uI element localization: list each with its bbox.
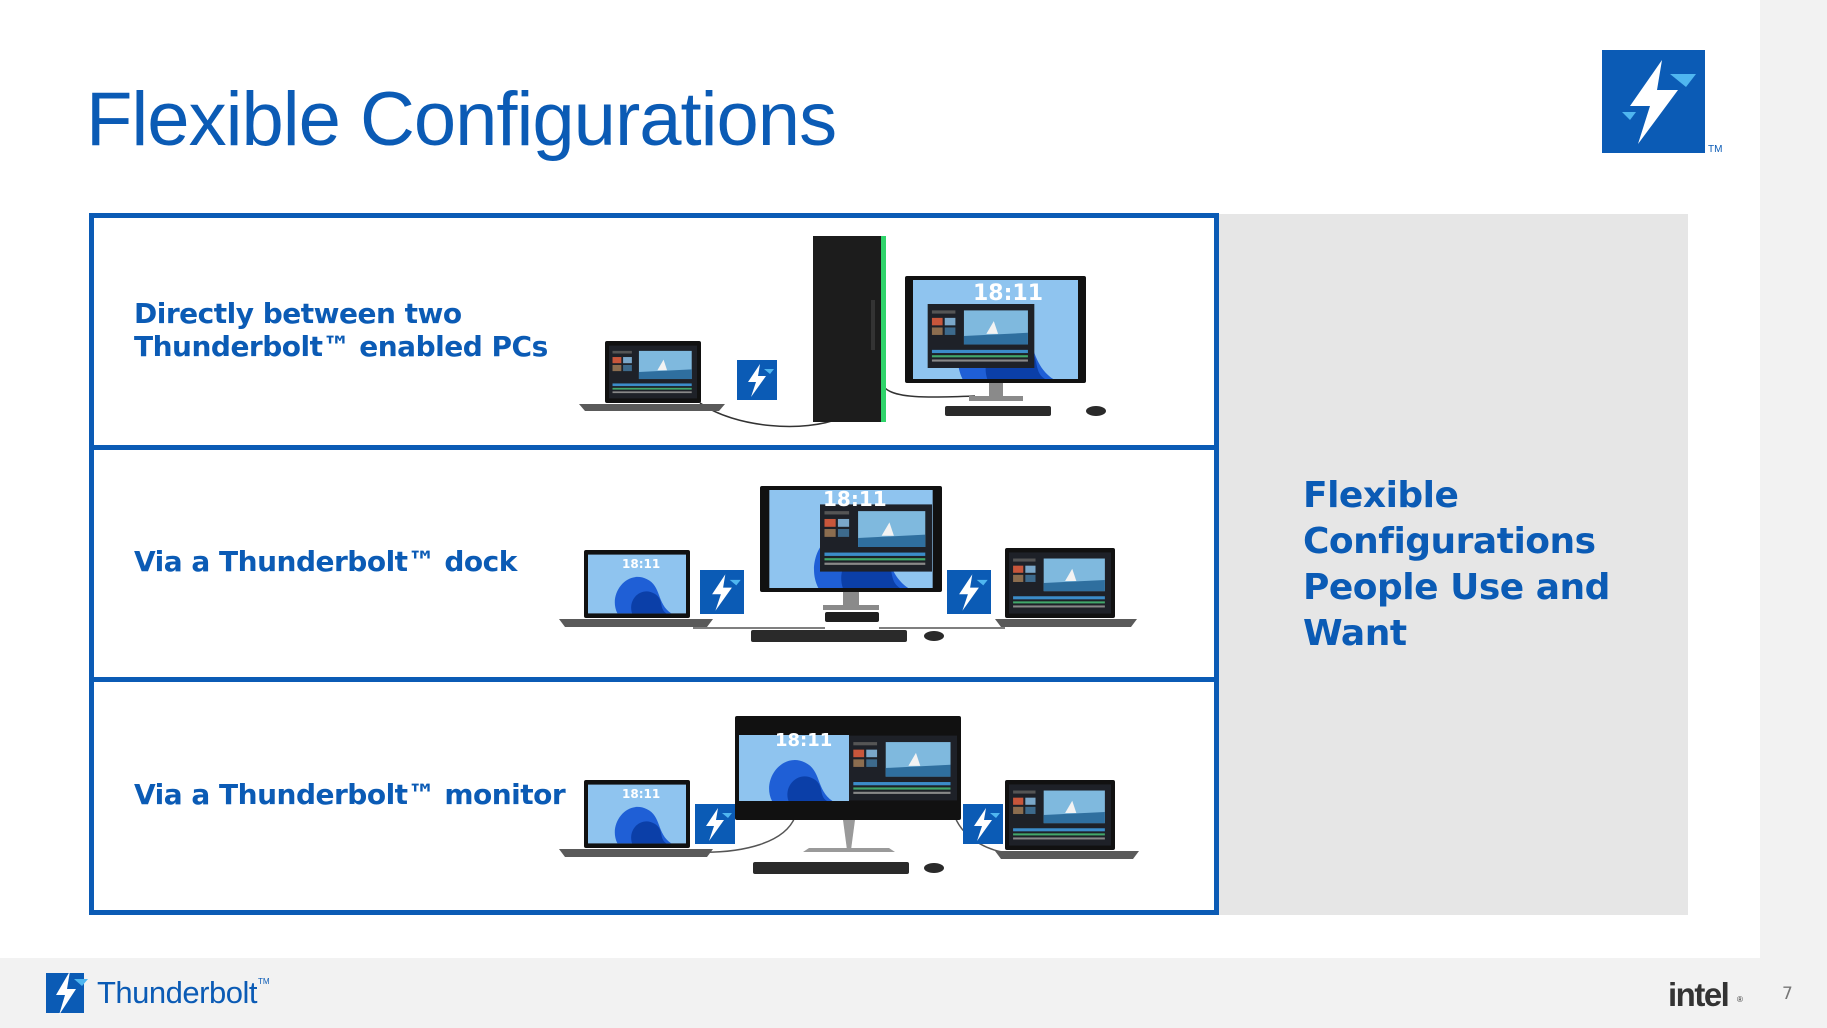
- row-label-dock: Via a Thunderbolt™ dock: [134, 545, 517, 578]
- laptop: [995, 548, 1137, 627]
- row-label-monitor: Via a Thunderbolt™ monitor: [134, 778, 566, 811]
- thunderbolt-connection-icon: [737, 360, 777, 400]
- row-divider: [89, 677, 1219, 682]
- thunderbolt-dock: [825, 612, 879, 622]
- monitor-clock: 18:11: [823, 487, 887, 511]
- monitor-configuration-illustration: 18:11 18:11: [559, 716, 1139, 874]
- monitor-clock: 18:11: [973, 281, 1043, 306]
- row-label-direct: Directly between two Thunderbolt™ enable…: [134, 297, 548, 363]
- keyboard: [751, 630, 907, 642]
- direct-connection-illustration: 18:11: [579, 236, 1106, 428]
- desktop-monitor: 18:11: [760, 486, 942, 610]
- laptop: 18:11: [559, 780, 713, 857]
- footer-bar: [0, 958, 1760, 1028]
- thunderbolt-connection-icon: [700, 570, 744, 614]
- thunderbolt-monitor: 18:11: [735, 716, 961, 852]
- footer-brand: Thunderbolt: [97, 975, 257, 1010]
- monitor-clock: 18:11: [775, 730, 832, 751]
- dock-configuration-illustration: 18:11 18:11: [559, 486, 1137, 642]
- desktop-tower: [813, 236, 886, 422]
- laptop-clock: 18:11: [622, 787, 660, 801]
- thunderbolt-logo-icon: [1602, 50, 1705, 153]
- desktop-monitor: 18:11: [905, 276, 1086, 401]
- slide: Flexible Configurations TM Directly betw…: [0, 50, 1760, 1028]
- thunderbolt-connection-icon: [963, 804, 1003, 844]
- footer-brand-trademark: TM: [258, 977, 270, 986]
- thunderbolt-footer-icon: [46, 971, 88, 1015]
- laptop: 18:11: [559, 550, 713, 627]
- side-panel-text: Flexible Configurations People Use and W…: [1303, 475, 1610, 654]
- row-divider: [89, 445, 1219, 450]
- mouse: [1086, 406, 1106, 416]
- thunderbolt-connection-icon: [947, 570, 991, 614]
- row-label-line: Directly between two: [134, 297, 462, 330]
- row-label-line: Via a Thunderbolt™ monitor: [134, 778, 566, 811]
- row-label-line: Thunderbolt™ enabled PCs: [134, 330, 548, 363]
- thunderbolt-connection-icon: [695, 804, 735, 844]
- row-label-line: Via a Thunderbolt™ dock: [134, 545, 517, 578]
- laptop-clock: 18:11: [622, 557, 660, 571]
- slide-title: Flexible Configurations: [86, 77, 837, 162]
- keyboard: [945, 406, 1051, 416]
- intel-logo: intel: [1668, 976, 1730, 1013]
- intel-registered-mark: ®: [1737, 995, 1743, 1004]
- laptop: [995, 780, 1139, 859]
- mouse: [924, 631, 944, 641]
- side-panel: [1219, 214, 1688, 915]
- logo-trademark: TM: [1708, 144, 1723, 155]
- page-number: 7: [1782, 984, 1793, 1004]
- mouse: [924, 863, 944, 873]
- slide-margin: [1760, 0, 1827, 1028]
- laptop: [579, 341, 725, 411]
- keyboard: [753, 862, 909, 874]
